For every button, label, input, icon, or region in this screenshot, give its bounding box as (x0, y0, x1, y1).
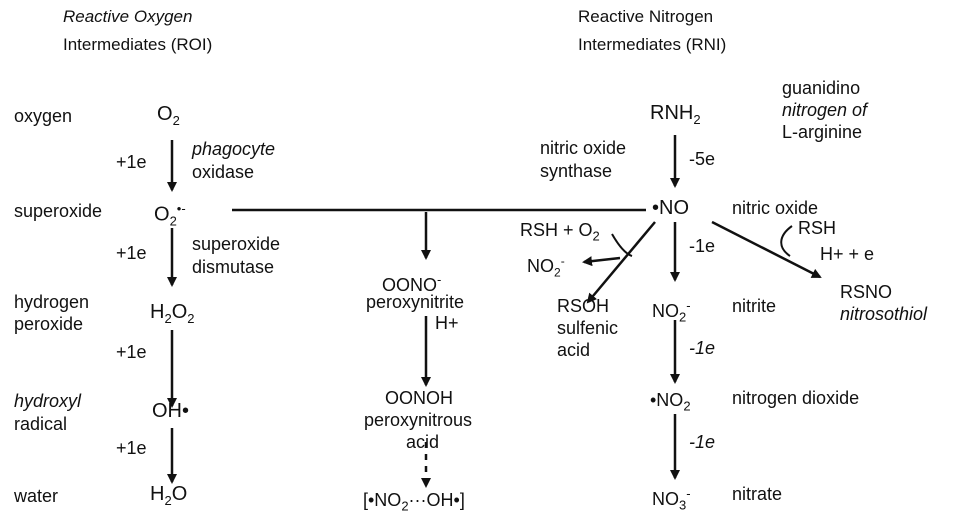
step-minus1e-c: -1e (689, 432, 716, 452)
label-h-plus-peroxy: H+ (435, 313, 459, 333)
label-peroxide: peroxide (14, 314, 84, 334)
label-water: water (14, 486, 59, 506)
label-nitrite: nitrite (732, 296, 777, 316)
step-plus1e-1: +1e (116, 152, 147, 172)
label-nitrosothiol: nitrosothiol (840, 304, 928, 324)
label-nos-1: nitric oxide (540, 138, 627, 158)
curve-rsh-hplus (780, 225, 793, 257)
roi-header-line1: Reactive Oxygen (63, 7, 193, 26)
species-rsno: RSNO (840, 282, 893, 302)
roi-header-line2: Intermediates (ROI) (63, 35, 213, 54)
species-radical-pair: [•NO2···OH•] (363, 490, 465, 514)
species-oh: OH• (152, 400, 190, 422)
label-peroxynitrous: peroxynitrous (364, 410, 473, 430)
label-oxygen: oxygen (14, 106, 73, 126)
species-oono: OONO- (382, 272, 442, 295)
species-no2-radical: •NO2 (650, 390, 691, 414)
label-nitrogen-of: nitrogen of (782, 100, 868, 120)
step-plus1e-3: +1e (116, 342, 147, 362)
species-o2: O2 (157, 103, 180, 128)
label-nos-2: synthase (540, 161, 613, 181)
step-minus5e: -5e (689, 149, 716, 169)
label-peroxynitrite: peroxynitrite (366, 292, 465, 312)
enzyme-oxidase: oxidase (192, 162, 255, 182)
label-hydroxyl: hydroxyl (14, 391, 82, 411)
curve-rsh-o2 (611, 233, 633, 257)
label-rsh: RSH (798, 218, 837, 238)
species-no: •NO (652, 197, 690, 219)
label-sulfenic-acid: acid (557, 340, 591, 360)
label-sulfenic: sulfenic (557, 318, 619, 338)
step-minus1e-a: -1e (689, 236, 716, 256)
species-superoxide: O2•- (154, 201, 186, 229)
label-superoxide: superoxide (14, 201, 103, 221)
species-h2o2: H2O2 (150, 301, 195, 326)
label-nitrogen-dioxide: nitrogen dioxide (732, 388, 860, 408)
rni-header-line1: Reactive Nitrogen (578, 7, 714, 26)
enzyme-phagocyte: phagocyte (192, 139, 276, 159)
species-nitrate: NO3- (652, 486, 691, 513)
enzyme-superoxide: superoxide (192, 234, 281, 254)
rni-header-line2: Intermediates (RNI) (578, 35, 727, 54)
enzyme-dismutase: dismutase (192, 257, 275, 277)
species-rnh2: RNH2 (650, 102, 701, 127)
step-plus1e-2: +1e (116, 243, 147, 263)
label-nitric-oxide: nitric oxide (732, 198, 819, 218)
label-l-arginine: L-arginine (782, 122, 863, 142)
arrow-no-to-rsoh (586, 221, 656, 304)
label-guanidino: guanidino (782, 78, 861, 98)
species-no2-side: NO2- (527, 254, 565, 280)
arrow-no-to-rsno (711, 220, 822, 279)
species-h2o: H2O (150, 483, 188, 508)
label-hydrogen: hydrogen (14, 292, 90, 312)
species-oonoh: OONOH (385, 388, 454, 408)
label-rsh-o2: RSH + O2 (520, 220, 600, 244)
species-nitrite: NO2- (652, 298, 691, 325)
arrow-no2-side (582, 256, 621, 267)
label-radical: radical (14, 414, 68, 434)
label-acid-peroxy: acid (406, 432, 440, 452)
step-minus1e-b: -1e (689, 338, 716, 358)
species-rsoh: RSOH (557, 296, 610, 316)
label-h-plus-e: H+ + e (820, 244, 875, 264)
label-nitrate: nitrate (732, 484, 783, 504)
step-plus1e-4: +1e (116, 438, 147, 458)
